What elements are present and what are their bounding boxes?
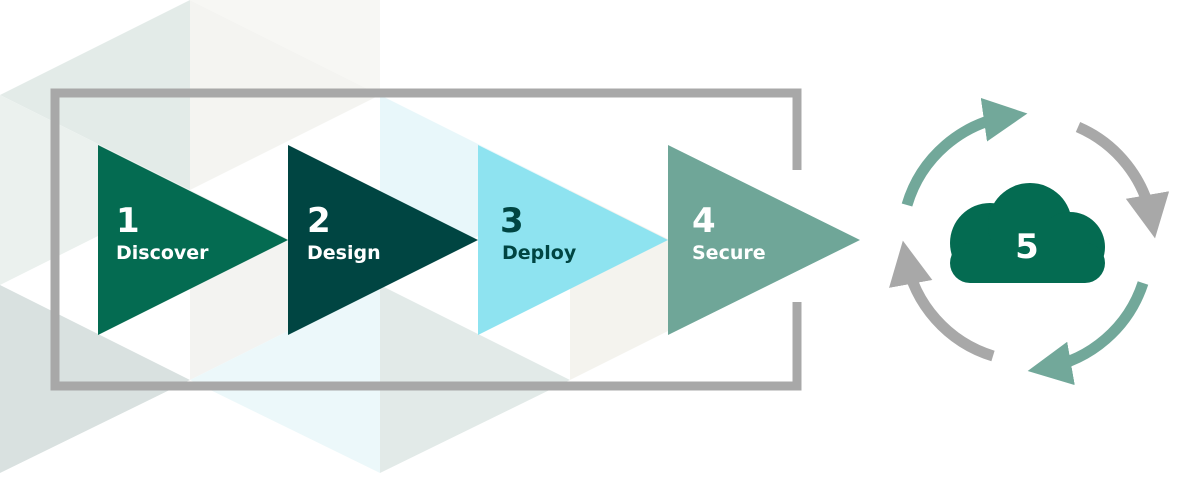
step-3-label: Deploy — [502, 242, 577, 264]
step-1: 1 Discover — [98, 145, 288, 335]
step-1-arrow — [98, 145, 288, 335]
cloud-icon: 5 — [950, 183, 1105, 283]
bg-triangle — [380, 285, 570, 473]
bg-triangle — [190, 0, 380, 95]
step-2-number: 2 — [307, 201, 331, 241]
bg-triangle — [0, 285, 190, 473]
step-4-number: 4 — [692, 201, 716, 241]
step-2-label: Design — [307, 242, 381, 264]
step-4-label: Secure — [692, 242, 766, 264]
step-3-number: 3 — [500, 201, 524, 241]
step-1-number: 1 — [116, 201, 140, 241]
process-frame — [50, 88, 802, 391]
cycle-arrow-top-left-icon — [901, 97, 1028, 207]
step-4-arrow — [668, 145, 860, 335]
cycle-number: 5 — [1015, 227, 1039, 267]
step-3: 3 Deploy — [478, 145, 668, 335]
step-2: 2 Design — [288, 145, 478, 335]
frame-bracket — [50, 88, 802, 391]
step-1-label: Discover — [116, 242, 209, 264]
cycle-arrow-bottom-right-icon — [1027, 281, 1149, 386]
step-4: 4 Secure — [668, 145, 860, 335]
steps-row: 1 Discover 2 Design 3 Deploy 4 Secure — [98, 145, 860, 335]
step-2-arrow — [288, 145, 478, 335]
bg-triangle — [190, 285, 380, 473]
cycle-arrow-bottom-left-icon — [889, 240, 995, 362]
bg-triangle — [0, 95, 190, 285]
cycle-arrow-top-right-icon — [1075, 121, 1170, 239]
cycle-arrows — [889, 97, 1170, 386]
step-3-arrow — [478, 145, 668, 335]
